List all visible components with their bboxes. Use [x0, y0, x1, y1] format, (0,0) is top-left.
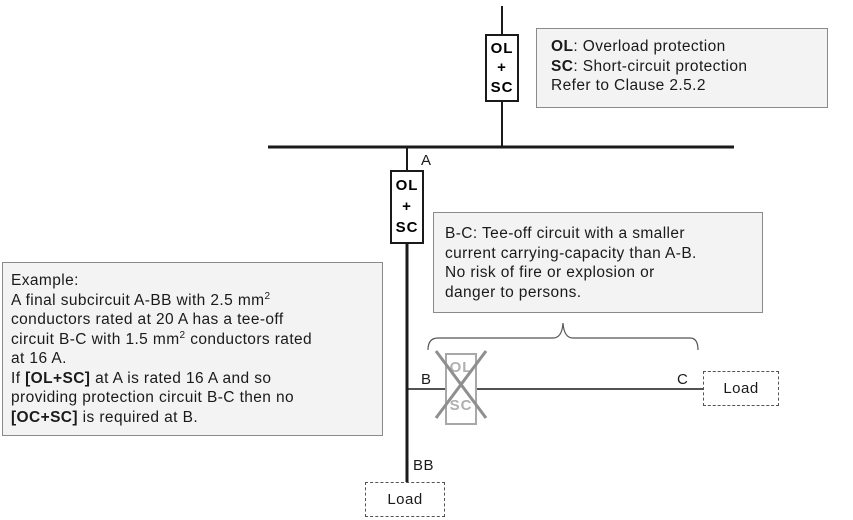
b-protection-not-required: OL SC: [434, 350, 488, 425]
example-line-5: at 16 A.: [11, 350, 67, 367]
b-device-sc: SC: [450, 397, 473, 414]
legend-box: OL: Overload protection SC: Short-circui…: [536, 28, 828, 108]
example-line-6: If [OL+SC] at A is rated 16 A and so: [11, 369, 382, 389]
example-line-7: providing protection circuit B-C then no: [11, 389, 295, 406]
example-line-8-bold: [OC+SC]: [11, 408, 78, 426]
top-device-plus: +: [497, 59, 507, 76]
example-line-4-text-b: conductors rated: [185, 330, 313, 348]
point-bb-label: BB: [413, 457, 434, 474]
example-box: Example: A final subcircuit A-BB with 2.…: [2, 262, 383, 436]
a-device-plus: +: [402, 198, 412, 215]
legend-sc-line: SC: Short-circuit protection: [551, 57, 827, 77]
teeoff-note-line-2: current carrying-capacity than A-B.: [445, 244, 697, 262]
example-line-6-text-c: at A is rated 16 A and so: [90, 369, 272, 387]
example-line-8-text: is required at B.: [77, 408, 199, 426]
top-protection-device: OL + SC: [485, 34, 519, 102]
point-c-label: C: [677, 371, 688, 388]
example-line-3: conductors rated at 20 A has a tee-off: [11, 311, 284, 328]
example-line-6-bold: [OL+SC]: [25, 369, 91, 387]
example-heading: Example:: [11, 272, 79, 289]
example-line-4-text-a: circuit B-C with 1.5 mm: [11, 330, 180, 348]
example-line-6-text-a: If: [11, 369, 26, 387]
a-protection-device: OL + SC: [390, 170, 424, 244]
example-line-2-superscript: 2: [264, 290, 271, 302]
example-line-2: A final subcircuit A-BB with 2.5 mm2: [11, 291, 382, 311]
load-bb: Load: [365, 482, 445, 517]
b-device-cross-stroke-2: [434, 350, 488, 419]
example-line-4-superscript: 2: [179, 329, 186, 341]
example-line-8: [OC+SC] is required at B.: [11, 408, 382, 428]
a-device-ol: OL: [396, 177, 419, 194]
top-device-ol: OL: [491, 40, 514, 57]
teeoff-note-line-4: danger to persons.: [445, 283, 582, 301]
teeoff-note-line-3: No risk of fire or explosion or: [445, 264, 655, 281]
point-b-label: B: [421, 371, 432, 388]
example-line-2-text: A final subcircuit A-BB with 2.5 mm: [11, 291, 265, 309]
legend-ol-key: OL: [551, 38, 574, 55]
teeoff-brace: [427, 322, 699, 351]
teeoff-note-line-1: B-C: Tee-off circuit with a smaller: [445, 225, 685, 242]
b-device-ol: OL: [450, 359, 473, 376]
top-device-sc: SC: [491, 79, 514, 96]
legend-sc-key: SC: [551, 57, 574, 75]
teeoff-note-box: B-C: Tee-off circuit with a smaller curr…: [433, 212, 763, 313]
legend-ol-text: : Overload protection: [573, 38, 726, 55]
load-c: Load: [703, 371, 779, 406]
a-device-sc: SC: [396, 219, 419, 236]
legend-sc-text: : Short-circuit protection: [573, 57, 748, 75]
example-line-4: circuit B-C with 1.5 mm2 conductors rate…: [11, 330, 382, 350]
legend-ol-line: OL: Overload protection: [551, 37, 827, 57]
legend-reference: Refer to Clause 2.5.2: [551, 77, 706, 94]
point-a-label: A: [421, 152, 432, 169]
